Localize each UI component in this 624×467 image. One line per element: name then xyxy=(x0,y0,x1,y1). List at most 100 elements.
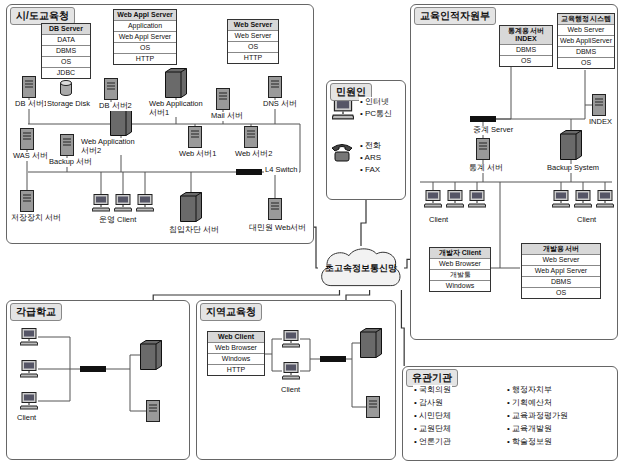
equipment-label: 통계 서버 xyxy=(468,164,504,173)
equipment-label: DNS 서버 xyxy=(262,100,298,109)
equipment-icon xyxy=(181,193,202,222)
organization-panel: 시/도교육청DB ServerDATADBMSOSJDBCWeb Appl Se… xyxy=(6,4,314,244)
equipment-icon xyxy=(105,79,118,100)
software-stack-box: 통계용 서버 INDEXDBMSOS xyxy=(499,25,553,67)
equipment-icon xyxy=(20,393,38,410)
stack-layer: DBMS xyxy=(522,276,600,287)
equipment-icon xyxy=(367,397,380,418)
stack-heading: Web Appl Server xyxy=(114,10,176,20)
stack-layer: Web Server xyxy=(558,24,614,35)
stack-layer: HTTP xyxy=(228,52,278,63)
equipment-icon xyxy=(114,195,132,212)
bullet-item: • FAX xyxy=(359,165,381,175)
bullet-item: • 행정자치부 xyxy=(506,385,553,395)
equipment-icon xyxy=(245,127,258,148)
equipment-label: Client xyxy=(16,414,37,423)
stack-layer: OS xyxy=(42,56,90,67)
equipment-icon xyxy=(20,329,38,346)
equipment-icon xyxy=(166,69,187,98)
equipment-icon xyxy=(269,77,282,98)
software-stack-box: 개발자 ClientWeb Browser개발툴Windows xyxy=(429,247,491,292)
equipment-label: Web Application 서버2 xyxy=(80,138,142,155)
stack-heading: 개발용 서버 xyxy=(522,244,600,254)
equipment-label: Mail 서버 xyxy=(210,112,244,121)
equipment-icon xyxy=(446,191,464,208)
stack-layer: Windows xyxy=(208,353,264,364)
equipment-icon xyxy=(424,191,442,208)
equipment-label: 운영 Client xyxy=(98,216,137,225)
illustration-part xyxy=(27,64,612,411)
stack-layer: 개발툴 xyxy=(430,269,490,280)
stack-layer: DBMS xyxy=(500,44,552,55)
network-wire xyxy=(420,160,612,268)
equipment-icon xyxy=(61,135,74,156)
panel-heading: 각급학교 xyxy=(10,303,62,321)
stack-layer: DBMS xyxy=(42,45,90,56)
bullet-item: • 감사원 xyxy=(413,398,444,408)
equipment-icon xyxy=(236,169,262,175)
equipment-icon xyxy=(361,329,382,358)
stack-layer: Application xyxy=(114,20,176,31)
equipment-icon xyxy=(20,361,38,378)
bullet-item: • 교육과정평가원 xyxy=(506,411,569,421)
software-stack-box: Web ServerWeb ServerOSHTTP xyxy=(227,19,279,64)
bullet-item: • 인터넷 xyxy=(359,97,390,107)
equipment-icon xyxy=(470,116,496,122)
equipment-icon xyxy=(468,191,486,208)
panel-heading: 지역교육청 xyxy=(200,303,262,321)
equipment-icon xyxy=(282,331,300,348)
stack-layer: HTTP xyxy=(208,364,264,375)
bullet-item: • 전화 xyxy=(359,141,382,151)
software-stack-box: Web ClientWeb BrowserWindowsHTTP xyxy=(207,331,265,376)
equipment-label: Client xyxy=(576,216,597,225)
bullet-item: • ARS xyxy=(359,153,382,163)
equipment-label: 침입차단 서버 xyxy=(168,226,220,235)
stack-layer: OS xyxy=(114,42,176,53)
bullet-item: • 국회의원 xyxy=(413,385,452,395)
bullet-item: • 교원단체 xyxy=(413,424,452,434)
equipment-label: WAS 서버 xyxy=(12,152,49,161)
equipment-icon xyxy=(593,95,606,116)
equipment-icon xyxy=(282,363,300,380)
equipment-label: Storage Disk xyxy=(46,100,91,109)
equipment-label: Client xyxy=(428,216,449,225)
equipment-icon xyxy=(147,401,160,422)
network-link xyxy=(361,200,366,246)
stack-layer: Windows xyxy=(430,280,490,291)
stack-layer: DBMS xyxy=(558,46,614,57)
software-stack-box: Web Appl ServerApplicationWeb Appl Serve… xyxy=(113,9,177,65)
equipment-label: 중계 Server xyxy=(472,126,514,135)
network-link xyxy=(401,290,404,366)
organization-panel: 지역교육청 Web ClientWeb BrowserWindowsHTTP xyxy=(196,300,396,460)
equipment-label: 대민원 Web서버 xyxy=(248,224,307,233)
bullet-item: • 기획예산처 xyxy=(506,398,553,408)
stack-heading: DB Server xyxy=(42,24,90,34)
equipment-icon xyxy=(136,195,154,212)
equipment-icon xyxy=(477,139,490,160)
panel-heading: 교육인적자원부 xyxy=(414,7,496,25)
software-stack-box: DB ServerDATADBMSOSJDBC xyxy=(41,23,91,79)
equipment-icon xyxy=(332,99,354,119)
network-wire xyxy=(470,64,592,138)
stack-layer: Web Browser xyxy=(430,258,490,269)
stack-layer: OS xyxy=(500,55,552,66)
organization-panel: 민원인• 인터넷• PC통신• 전화• ARS• FAX xyxy=(326,80,406,200)
equipment-icon xyxy=(21,129,34,150)
organization-panel: 유관기관• 국회의원• 감사원• 시민단체• 교원단체• 언론기관• 행정자치부… xyxy=(402,366,618,461)
equipment-icon xyxy=(217,89,230,110)
equipment-label: INDEX xyxy=(588,118,613,127)
software-stack-box: 개발용 서버Web ServerWeb Appl ServerDBMSOS xyxy=(521,243,601,299)
stack-layer: Web Appl Server xyxy=(114,31,176,42)
equipment-label: Web 서버1 xyxy=(178,150,218,159)
network-wire xyxy=(28,98,300,126)
equipment-icon xyxy=(23,77,36,98)
software-stack-box: 교육행정 시스템Web ServerWeb AppliServerDBMSOS xyxy=(557,13,615,69)
equipment-label: 저장장치 서버 xyxy=(10,214,62,223)
stack-heading: 개발자 Client xyxy=(430,248,490,258)
stack-layer: Web Server xyxy=(228,30,278,41)
equipment-icon xyxy=(111,107,132,136)
equipment-icon xyxy=(574,191,592,208)
equipment-icon xyxy=(320,356,346,362)
